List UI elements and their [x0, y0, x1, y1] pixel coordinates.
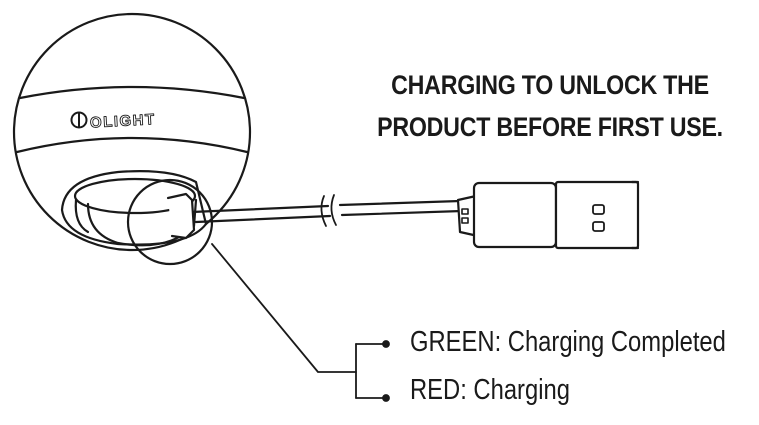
headline-line-1: CHARGING TO UNLOCK THE [391, 70, 709, 100]
bullet-green [382, 340, 390, 348]
base-cap-top [73, 177, 197, 215]
sphere-band-top [18, 85, 246, 100]
indicator-magnifier [126, 178, 214, 266]
cable-lower-wire [194, 214, 332, 224]
headline-line-2: PRODUCT BEFORE FIRST USE. [377, 112, 723, 142]
usb-cable [166, 192, 464, 240]
usb-hole-top [592, 204, 605, 215]
cable-upper-wire-2 [338, 199, 462, 207]
usb-contact-1 [461, 208, 469, 215]
usb-plug-housing [472, 181, 558, 249]
legend-green-status: GREEN: Charging Completed [410, 326, 726, 358]
cable-upper-wire [190, 204, 330, 214]
usb-plug-metal [554, 180, 640, 250]
bullet-red [382, 394, 390, 402]
usb-contact-2 [461, 217, 469, 224]
light-body: OLIGHT [12, 12, 252, 252]
headline: CHARGING TO UNLOCK THE PRODUCT BEFORE FI… [369, 64, 730, 148]
usb-plug-tip [630, 180, 640, 250]
olight-logo-text: OLIGHT [90, 111, 156, 131]
usb-plug [456, 180, 640, 250]
cable-break-mark [320, 194, 337, 227]
legend-red-status: RED: Charging [410, 374, 570, 406]
sphere-band-bottom [15, 136, 249, 154]
leader-diagonal [211, 243, 357, 373]
cable-connector-head [166, 192, 196, 240]
leader-lines [211, 243, 390, 402]
cable-lower-wire-2 [340, 209, 464, 217]
olight-logo: OLIGHT [70, 111, 157, 132]
usb-hole-bottom [592, 221, 605, 232]
